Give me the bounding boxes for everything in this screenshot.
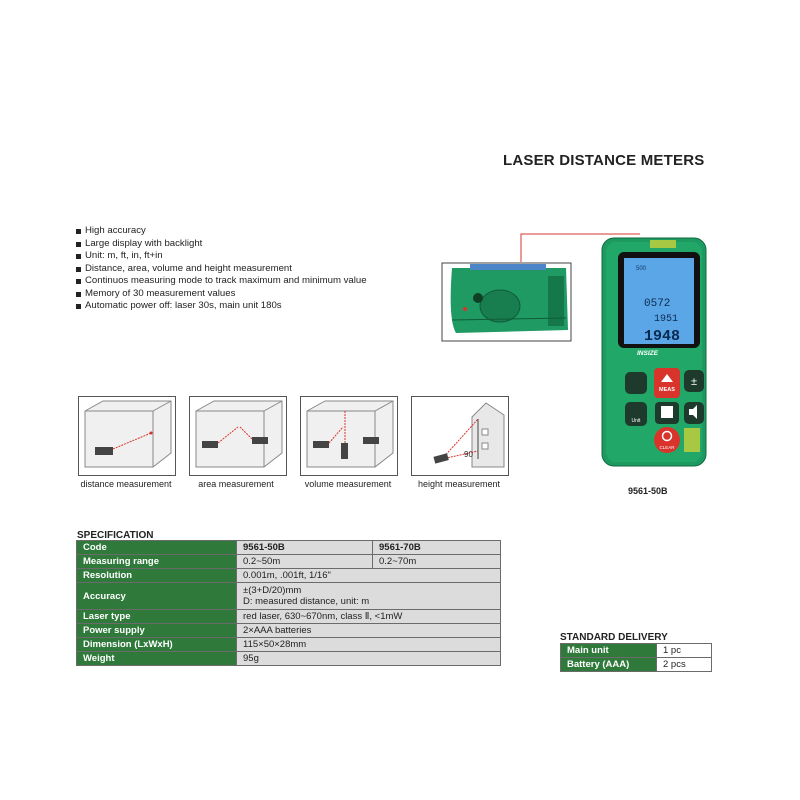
spec-value: 9561-50B — [236, 540, 373, 555]
device-screen — [624, 258, 694, 344]
caption-area: area measurement — [198, 479, 274, 489]
laser-dot — [463, 307, 467, 311]
table-row: Measuring range 0.2~50m 0.2~70m — [76, 554, 501, 569]
feature-list: High accuracy Large display with backlig… — [76, 225, 367, 313]
device-top-view — [450, 264, 568, 333]
distance-measurement-panel — [78, 396, 176, 476]
meas-button — [654, 368, 680, 398]
spec-label: Measuring range — [76, 554, 237, 569]
spec-table: Code 9561-50B 9561-70B Measuring range 0… — [76, 540, 501, 666]
spec-label: Power supply — [76, 623, 237, 638]
meter-icon — [363, 437, 379, 444]
table-row: Main unit 1 pc — [560, 643, 712, 658]
table-row: Dimension (LxWxH) 115×50×28mm — [76, 637, 501, 652]
angle-label: 90 — [464, 450, 473, 459]
power-icon — [661, 430, 673, 442]
table-row: Power supply 2×AAA batteries — [76, 623, 501, 638]
bubble-level-icon — [650, 240, 676, 248]
spec-value: 95g — [236, 651, 501, 666]
table-row: Laser type red laser, 630~670nm, class Ⅱ… — [76, 609, 501, 624]
delivery-table: Main unit 1 pc Battery (AAA) 2 pcs — [560, 643, 712, 672]
spec-label: Dimension (LxWxH) — [76, 637, 237, 652]
spec-label: Laser type — [76, 609, 237, 624]
feature-item: High accuracy — [76, 225, 367, 238]
meas-arrow-icon — [661, 374, 673, 382]
laser-meter-device: 500 0572 1951 1948 INSIZE MEAS ± Unit CL… — [601, 237, 707, 467]
area-measurement-panel — [189, 396, 287, 476]
delivery-label: Main unit — [560, 643, 657, 658]
spec-label: Weight — [76, 651, 237, 666]
feature-item: Unit: m, ft, in, ft+in — [76, 250, 367, 263]
side-level-icon — [684, 428, 700, 452]
meter-icon — [95, 447, 113, 455]
table-row: Weight 95g — [76, 651, 501, 666]
plus-minus-icon: ± — [691, 376, 697, 388]
spec-value: red laser, 630~670nm, class Ⅱ, <1mW — [236, 609, 501, 624]
meter-icon — [202, 441, 218, 448]
height-measurement-panel: 90 — [411, 396, 509, 476]
clear-button-label: CLEAR — [659, 445, 675, 450]
feature-item: Large display with backlight — [76, 238, 367, 251]
spec-title: SPECIFICATION — [77, 530, 154, 541]
meter-icon — [313, 441, 329, 448]
meas-button-label: MEAS — [659, 387, 675, 393]
spec-value: 115×50×28mm — [236, 637, 501, 652]
spec-value: 0.2~50m — [236, 554, 373, 569]
unit-button — [625, 402, 647, 426]
spec-label: Accuracy — [76, 582, 237, 610]
meter-icon — [252, 437, 268, 444]
accuracy-value: ±(3+D/20)mm — [243, 585, 302, 596]
leader-line — [520, 233, 640, 262]
meter-icon — [341, 443, 348, 459]
volume-measurement-panel — [300, 396, 398, 476]
screen-readout-3: 1948 — [644, 328, 680, 345]
page-title: LASER DISTANCE METERS — [503, 152, 705, 169]
speaker-icon — [689, 405, 697, 419]
product-illustration: 500 0572 1951 1948 INSIZE MEAS ± Unit CL… — [441, 233, 707, 467]
unit-button-label: Unit — [632, 418, 642, 424]
accuracy-note: D: measured distance, unit: m — [243, 596, 370, 607]
spec-value: 2×AAA batteries — [236, 623, 501, 638]
screen-top-readout: 500 — [636, 266, 647, 272]
screen-readout-1: 0572 — [644, 298, 670, 310]
delivery-label: Battery (AAA) — [560, 657, 657, 672]
delivery-value: 2 pcs — [656, 657, 712, 672]
table-row: Code 9561-50B 9561-70B — [76, 540, 501, 555]
spec-label: Resolution — [76, 568, 237, 583]
model-caption: 9561-50B — [628, 486, 668, 496]
spec-value: 0.2~70m — [372, 554, 501, 569]
delivery-value: 1 pc — [656, 643, 712, 658]
feature-item: Distance, area, volume and height measur… — [76, 263, 367, 276]
spec-value: 0.001m, .001ft, 1/16" — [236, 568, 501, 583]
feature-item: Automatic power off: laser 30s, main uni… — [76, 300, 367, 313]
caption-distance: distance measurement — [80, 479, 172, 489]
feature-item: Memory of 30 measurement values — [76, 288, 367, 301]
save-icon — [661, 406, 673, 418]
brand-logo: INSIZE — [637, 350, 659, 357]
table-row: Resolution 0.001m, .001ft, 1/16" — [76, 568, 501, 583]
caption-volume: volume measurement — [304, 479, 392, 489]
spec-value: 9561-70B — [372, 540, 501, 555]
area-button-icon — [625, 372, 647, 394]
spec-label: Code — [76, 540, 237, 555]
plus-minus-button — [684, 370, 704, 392]
caption-height: height measurement — [417, 479, 501, 489]
feature-item: Continuos measuring mode to track maximu… — [76, 275, 367, 288]
meter-icon — [433, 453, 449, 464]
delivery-title: STANDARD DELIVERY — [560, 632, 668, 643]
table-row: Battery (AAA) 2 pcs — [560, 657, 712, 672]
screen-readout-2: 1951 — [654, 314, 678, 325]
